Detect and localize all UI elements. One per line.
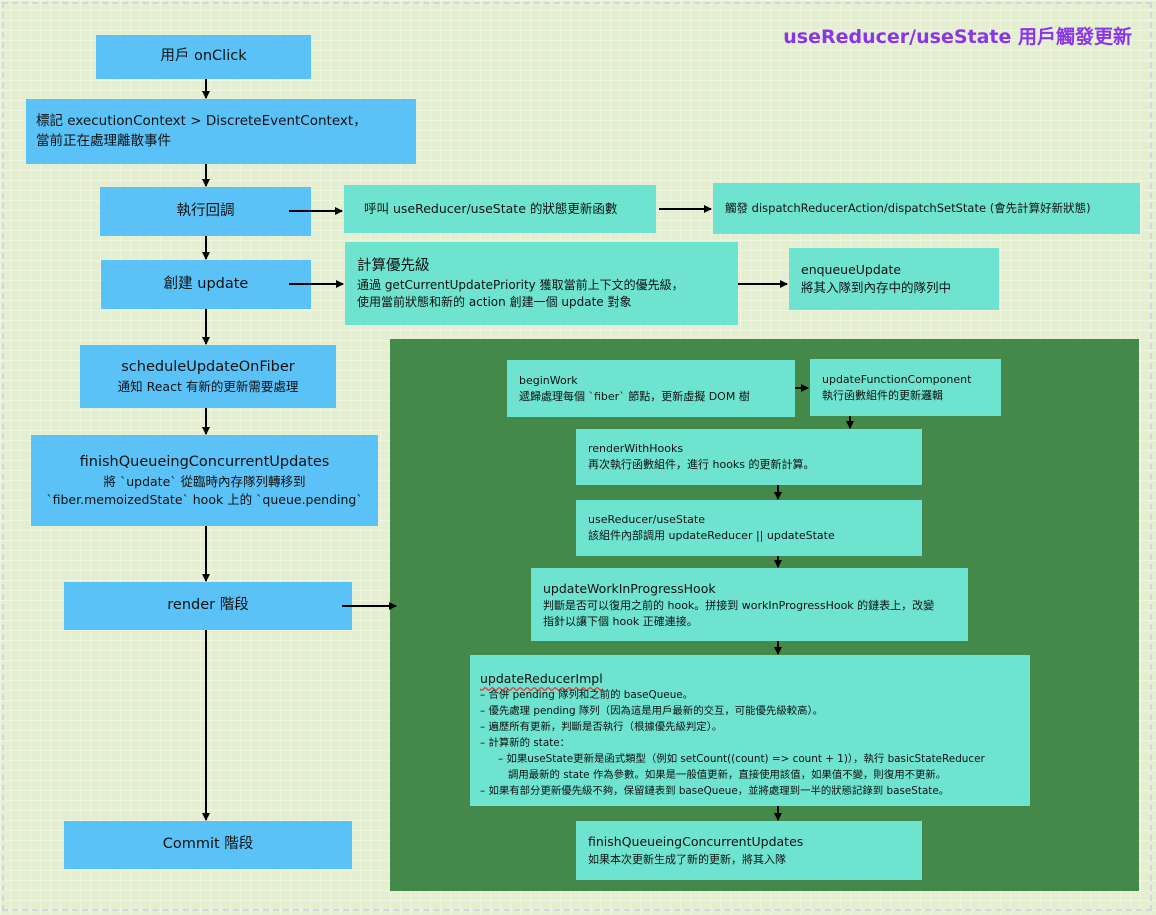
node-mark-context-line1: 標記 executionContext > DiscreteEventConte… <box>36 112 367 129</box>
node-calc-priority: 計算優先級 通過 getCurrentUpdatePriority 獲取當前上下… <box>345 242 738 325</box>
node-begin-work-title: beginWork <box>519 373 578 387</box>
diagram-title: useReducer/useState 用戶觸發更新 <box>783 26 1132 48</box>
node-schedule-update-desc: 通知 React 有新的更新需要處理 <box>117 378 299 394</box>
node-update-reducer-impl-line5: – 如果useState更新是函式類型（例如 setCount((count) … <box>498 752 985 765</box>
node-create-update: 創建 update <box>101 260 311 309</box>
node-schedule-update: scheduleUpdateOnFiber 通知 React 有新的更新需要處理 <box>80 345 336 408</box>
node-calc-priority-line1: 通過 getCurrentUpdatePriority 獲取當前上下文的優先級， <box>357 277 684 292</box>
node-enqueue-update-title: enqueueUpdate <box>801 261 902 277</box>
node-use-reducer-use-state: useReducer/useState 該組件內部調用 updateReduce… <box>576 500 922 556</box>
node-dispatch: 觸發 dispatchReducerAction/dispatchSetStat… <box>713 183 1140 234</box>
node-run-callback: 執行回調 <box>100 187 311 236</box>
node-begin-work: beginWork 遞歸處理每個 `fiber` 節點，更新虛擬 DOM 樹 <box>507 360 795 417</box>
node-finish-queueing-right-title: finishQueueingConcurrentUpdates <box>588 834 804 850</box>
node-call-update-fn-label: 呼叫 useReducer/useState 的狀態更新函數 <box>364 200 618 216</box>
node-update-reducer-impl-line1: – 合併 pending 隊列和之前的 baseQueue。 <box>480 689 694 702</box>
node-calc-priority-title: 計算優先級 <box>357 257 430 274</box>
node-update-wip-hook-title: updateWorkInProgressHook <box>543 580 716 596</box>
node-render-phase: render 階段 <box>64 582 352 630</box>
node-call-update-fn: 呼叫 useReducer/useState 的狀態更新函數 <box>344 185 656 233</box>
node-create-update-label: 創建 update <box>163 275 249 292</box>
node-update-wip-hook-line1: 判斷是否可以復用之前的 hook。拼接到 workInProgressHook … <box>543 598 935 612</box>
node-update-wip-hook-line2: 指針以讓下個 hook 正確連接。 <box>543 614 698 628</box>
node-begin-work-desc: 遞歸處理每個 `fiber` 節點，更新虛擬 DOM 樹 <box>519 389 750 403</box>
node-use-reducer-use-state-desc: 該組件內部調用 updateReducer || updateState <box>588 529 835 542</box>
node-update-reducer-impl-line3: – 遍歷所有更新，判斷是否執行（根據優先級判定）。 <box>480 720 723 733</box>
node-enqueue-update: enqueueUpdate 將其入隊到內存中的隊列中 <box>789 248 999 310</box>
node-update-function-component-desc: 執行函數組件的更新邏輯 <box>822 388 943 402</box>
node-dispatch-label: 觸發 dispatchReducerAction/dispatchSetStat… <box>725 201 1091 216</box>
node-user-onclick-label: 用戶 onClick <box>160 48 247 65</box>
node-mark-context-line2: 當前正在處理離散事件 <box>36 132 171 149</box>
node-update-wip-hook: updateWorkInProgressHook 判斷是否可以復用之前的 hoo… <box>531 568 968 641</box>
node-render-with-hooks-desc: 再次執行函數組件，進行 hooks 的更新計算。 <box>588 458 815 471</box>
node-update-reducer-impl-line6: 調用最新的 state 作為參數。如果是一般值更新，直接使用該值，如果值不變，則… <box>508 768 947 781</box>
node-update-reducer-impl-line2: – 優先處理 pending 隊列（因為這是用戶最新的交互，可能優先級較高）。 <box>480 705 824 718</box>
node-finish-queueing-left-title: finishQueueingConcurrentUpdates <box>79 453 330 470</box>
node-enqueue-update-desc: 將其入隊到內存中的隊列中 <box>801 280 952 295</box>
node-mark-context: 標記 executionContext > DiscreteEventConte… <box>26 99 416 164</box>
node-render-phase-label: render 階段 <box>167 597 249 614</box>
node-update-reducer-impl-line7: – 如果有部分更新優先級不夠，保留鏈表到 baseQueue，並將處理到一半的狀… <box>480 784 950 797</box>
node-update-reducer-impl: updateReducerImpl – 合併 pending 隊列和之前的 ba… <box>470 655 1030 806</box>
node-update-reducer-impl-line4: – 計算新的 state： <box>480 736 571 749</box>
node-user-onclick: 用戶 onClick <box>96 35 311 79</box>
node-update-function-component: updateFunctionComponent 執行函數組件的更新邏輯 <box>810 359 1001 416</box>
node-render-with-hooks-title: renderWithHooks <box>588 442 684 456</box>
node-commit-phase: Commit 階段 <box>64 821 352 869</box>
node-finish-queueing-right: finishQueueingConcurrentUpdates 如果本次更新生成… <box>576 821 922 880</box>
node-use-reducer-use-state-title: useReducer/useState <box>588 513 705 527</box>
node-finish-queueing-left: finishQueueingConcurrentUpdates 將 `updat… <box>31 435 378 526</box>
node-update-function-component-title: updateFunctionComponent <box>822 372 972 386</box>
node-finish-queueing-left-line1: 將 `update` 從臨時內存隊列轉移到 <box>103 473 306 489</box>
node-calc-priority-line2: 使用當前狀態和新的 action 創建一個 update 對象 <box>357 295 632 309</box>
node-commit-phase-label: Commit 階段 <box>162 836 254 853</box>
node-run-callback-label: 執行回調 <box>176 202 235 219</box>
node-finish-queueing-left-line2: `fiber.memoizedState` hook 上的 `queue.pen… <box>46 492 363 507</box>
node-render-with-hooks: renderWithHooks 再次執行函數組件，進行 hooks 的更新計算。 <box>576 429 922 485</box>
node-schedule-update-title: scheduleUpdateOnFiber <box>121 358 295 375</box>
node-update-reducer-impl-title: updateReducerImpl <box>480 671 603 686</box>
node-finish-queueing-right-desc: 如果本次更新生成了新的更新，將其入隊 <box>588 852 786 866</box>
